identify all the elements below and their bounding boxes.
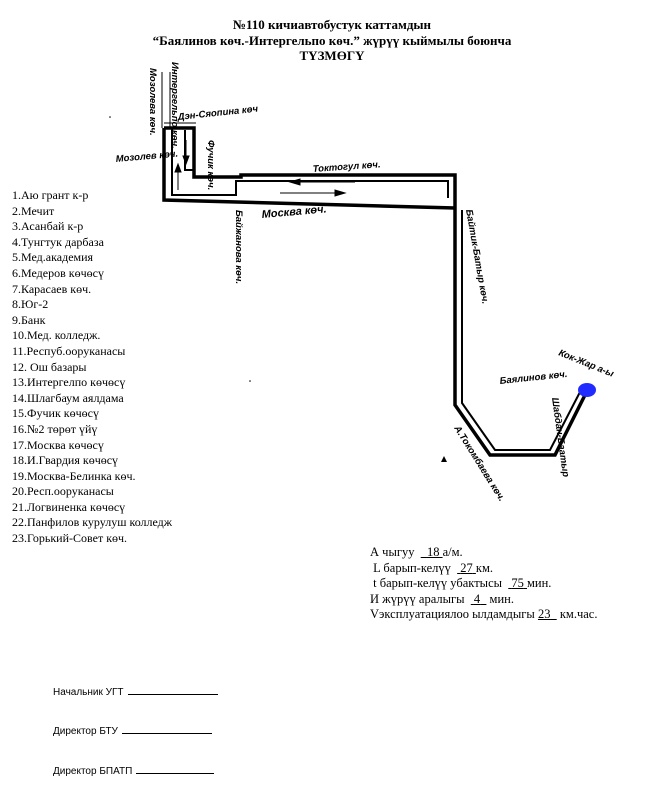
stat-a-value: 18 bbox=[426, 545, 440, 559]
stat-t-unit: мин. bbox=[527, 576, 552, 590]
header-line-1: №110 кичиавтобустук каттамдын bbox=[232, 17, 432, 32]
stat-l-value: 27 bbox=[460, 560, 473, 575]
stat-i-unit: мин. bbox=[489, 591, 514, 606]
signature-ugt-line[interactable] bbox=[127, 685, 218, 695]
stop-item: 19.Москва-Белинка көч. bbox=[12, 468, 136, 483]
stop-item: 9.Банк bbox=[12, 312, 46, 327]
stat-v: Vэксплуатациялоо ылдамдыгы 23 км.час. bbox=[370, 607, 597, 623]
street-label-toktogul: Токтогул көч. bbox=[312, 159, 380, 175]
stat-l: L барып-келүү 27 км. bbox=[370, 561, 597, 577]
street-label-fuchik: Фучик көч. bbox=[205, 140, 216, 190]
street-label-intergelpo: Интергельпо көч. bbox=[169, 62, 180, 149]
marker-dot-right bbox=[249, 380, 251, 382]
stat-i: И жүрүү аралыгы 4 мин. bbox=[370, 592, 597, 608]
stop-item: 15.Фучик көчөсү bbox=[12, 406, 99, 421]
stop-item: 2.Мечит bbox=[12, 203, 55, 218]
signature-bpatp-label: Директор БПАТП bbox=[53, 766, 133, 777]
stop-item: 21.Логвиненка көчөсү bbox=[12, 499, 126, 514]
stat-t-label: t барып-келүү убактысы bbox=[373, 576, 503, 590]
stop-item: 16.№2 төрөт үйү bbox=[12, 421, 98, 436]
stop-item: 20.Респ.ооруканасы bbox=[12, 484, 114, 499]
street-label-den: Дэн-Сяопина көч bbox=[176, 104, 259, 124]
stop-item: 7.Карасаев көч. bbox=[12, 281, 92, 296]
direction-arrow-moskva bbox=[280, 189, 347, 197]
signature-ugt-label: Начальник УГТ bbox=[53, 687, 124, 698]
signature-btu: Директор БТУ bbox=[53, 724, 212, 737]
stop-item: 12. Ош базары bbox=[12, 359, 87, 374]
street-label-baitik: Байтик-Батыр көч. bbox=[463, 209, 490, 305]
stop-item: 13.Интергелпо көчөсү bbox=[12, 375, 126, 390]
stat-i-label: И жүрүү аралыгы bbox=[370, 591, 465, 606]
stop-item: 6.Медеров көчөсү bbox=[12, 265, 104, 280]
stat-v-value: 23 bbox=[537, 607, 551, 621]
route-inner-baitik bbox=[461, 210, 581, 451]
stop-item: 3.Асанбай к-р bbox=[12, 219, 84, 234]
route-inner-moskva-left bbox=[171, 128, 244, 196]
route-outline-inner bbox=[162, 128, 456, 210]
stat-t: t барып-келүү убактысы 75 мин. bbox=[370, 576, 597, 592]
header-line-2: “Баялинов көч.-Интергельпо көч.” жүрүү к… bbox=[152, 33, 512, 48]
stop-item: 4.Тунгтук дарбаза bbox=[12, 234, 104, 249]
stop-item: 8.Юг-2 bbox=[12, 297, 49, 312]
street-label-tokombaev: А.Токомбаева көч. bbox=[451, 423, 507, 504]
stop-item: 18.И.Гвардия көчөсү bbox=[12, 453, 119, 468]
stop-item: 14.Шлагбаум аялдама bbox=[12, 390, 124, 405]
stop-item: 11.Респуб.ооруканасы bbox=[12, 343, 126, 358]
signature-bpatp: Директор БПАТП bbox=[53, 764, 215, 777]
terminal-point bbox=[578, 383, 596, 397]
stat-v-label: Vэксплуатациялоо ылдамдыгы bbox=[370, 607, 535, 621]
stop-item: 10.Мед. колледж. bbox=[12, 328, 101, 343]
stat-t-value: 75 bbox=[511, 576, 524, 590]
street-label-moskva: Москва көч. bbox=[261, 203, 327, 221]
stat-v-unit: км.час. bbox=[559, 607, 598, 621]
signature-bpatp-line[interactable] bbox=[136, 764, 215, 774]
marker-triangle bbox=[441, 456, 447, 462]
signature-btu-line[interactable] bbox=[121, 724, 212, 734]
route-inner-toktogul bbox=[244, 180, 449, 198]
street-label-shabdan: Шабдан-Баатыр bbox=[549, 397, 571, 478]
street-label-bayalinov: Баялинов көч. bbox=[499, 369, 568, 387]
header-line-3: ТҮЗМӨГҮ bbox=[299, 48, 365, 63]
stat-a: А чыгуу 18 а/м. bbox=[370, 545, 597, 561]
stop-item: 1.Аю грант к-р bbox=[12, 188, 89, 202]
street-label-mozoleva: Мозолева көч. bbox=[147, 68, 158, 136]
stat-l-label: L барып-келүү bbox=[373, 560, 451, 575]
stat-i-value: 4 bbox=[473, 591, 481, 606]
direction-arrow-toktogul bbox=[288, 178, 355, 186]
signature-ugt: Начальник УГТ bbox=[53, 685, 218, 698]
street-label-baijanov: Байжанова көч. bbox=[233, 210, 244, 284]
stop-item: 17.Москва көчөсү bbox=[12, 437, 104, 452]
direction-arrow-up bbox=[174, 162, 182, 190]
signature-btu-label: Директор БТУ bbox=[53, 726, 118, 737]
route-outline-outer bbox=[164, 126, 588, 457]
stop-item: 5.Мед.академия bbox=[12, 250, 94, 265]
route-stats: А чыгуу 18 а/м. L барып-келүү 27 км. t б… bbox=[370, 545, 597, 623]
stops-list: 1.Аю грант к-р 2.Мечит 3.Асанбай к-р 4.Т… bbox=[12, 188, 172, 547]
street-label-mozolev: Мозолев көч. bbox=[115, 149, 178, 165]
stop-item: 23.Горький-Совет көч. bbox=[12, 531, 128, 546]
stat-a-label: А чыгуу bbox=[370, 545, 415, 559]
marker-dot-left bbox=[109, 116, 111, 118]
stat-l-unit: км. bbox=[475, 560, 493, 575]
direction-arrow-down bbox=[182, 140, 190, 166]
stop-item: 22.Панфилов курулуш колледж bbox=[12, 515, 173, 530]
route-inner-fuchik bbox=[184, 130, 194, 171]
stat-a-unit: а/м. bbox=[442, 545, 463, 559]
